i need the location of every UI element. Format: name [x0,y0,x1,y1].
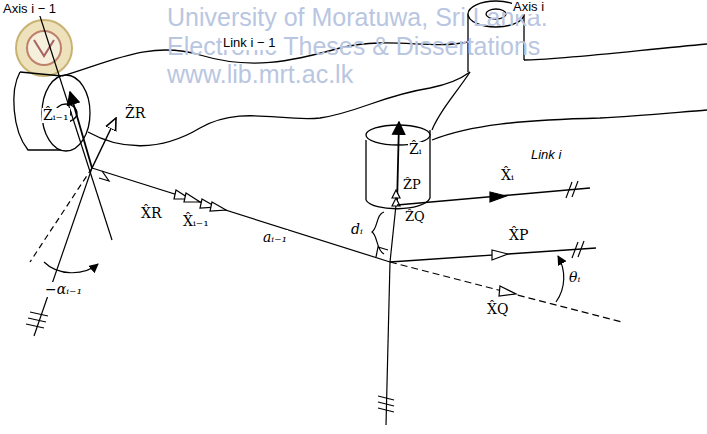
axis-name: Axis i − 1 [2,2,57,16]
axis-name: Axis i [512,0,545,14]
frame-axis-label: Ẑᵢ [408,142,423,157]
link-length-label: aᵢ₋₁ [262,230,288,245]
link-name: Link i − 1 [222,36,276,50]
frame-axis-label: Ẑᵢ₋₁ [42,108,70,123]
frame-axis-label: ẐP [402,178,422,192]
link-name: Link i [530,148,562,162]
frame-axis-label: X̂Q [486,302,509,317]
frame-axis-label: ẐR [124,106,146,121]
link-offset-label: dᵢ [350,222,364,237]
frame-axis-label: X̂P [508,228,529,243]
frame-axis-label: X̂R [140,206,163,221]
twist-angle-label: −αᵢ₋₁ [44,282,83,297]
frame-axis-label: X̂ᵢ [500,168,515,183]
joint-angle-label: θᵢ [568,270,581,285]
frame-axis-label: X̂ᵢ₋₁ [182,214,210,229]
watermark-text: www.lib.mrt.ac.lk [166,61,354,89]
watermark-text: University of Moratuwa, Sri Lanka. [166,4,549,32]
frame-axis-label: ẐQ [404,210,426,224]
